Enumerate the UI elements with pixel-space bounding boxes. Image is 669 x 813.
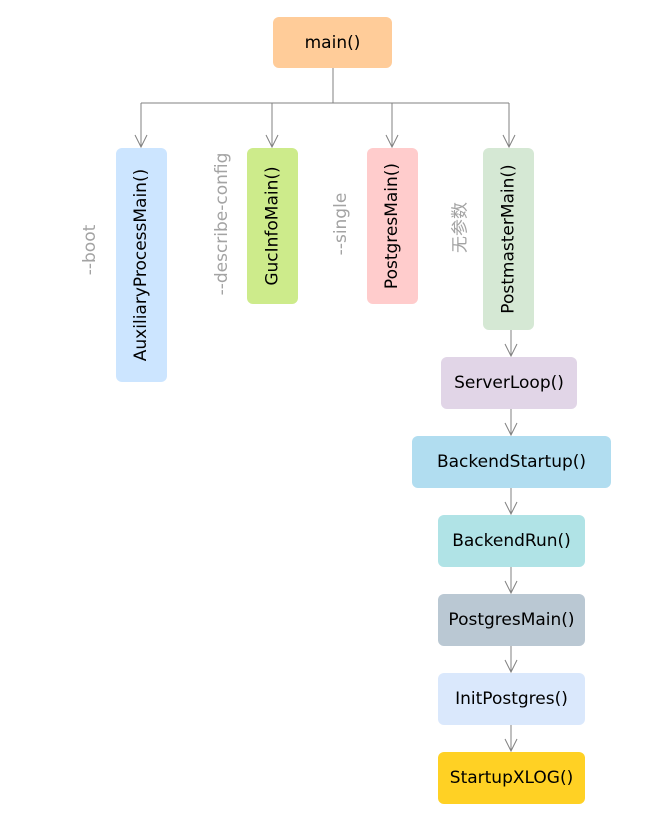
edge-label-single: --single — [331, 192, 351, 256]
guc-info-main-label: GucInfoMain() — [262, 166, 283, 286]
init-postgres-node: InitPostgres() — [438, 673, 585, 725]
arrowhead-to-postgresmain — [504, 580, 518, 595]
arrowhead-to-serverloop — [504, 343, 518, 358]
backend-run-node: BackendRun() — [438, 515, 585, 567]
backend-startup-label: BackendStartup() — [436, 452, 587, 472]
arrowhead-to-postmaster — [502, 134, 516, 149]
arrowhead-to-gucinfo — [265, 134, 279, 149]
backend-run-label: BackendRun() — [452, 531, 571, 551]
postgres-main-node: PostgresMain() — [438, 594, 585, 646]
arrowhead-to-auxiliary — [134, 134, 148, 149]
arrowhead-to-backendstartup — [504, 422, 518, 437]
main-node: main() — [273, 17, 392, 68]
main-node-label: main() — [304, 32, 361, 53]
server-loop-node: ServerLoop() — [441, 357, 577, 409]
arrowhead-to-backendrun — [504, 501, 518, 516]
arrowhead-to-initpostgres — [504, 659, 518, 674]
backend-startup-node: BackendStartup() — [412, 436, 611, 488]
auxiliary-process-main-label: AuxiliaryProcessMain() — [131, 168, 152, 362]
edge-label-describe-config: --describe-config — [212, 152, 232, 296]
arrowhead-to-startupxlog — [504, 738, 518, 753]
edge-label-no-args: 无参数 — [450, 202, 471, 253]
startup-xlog-node: StartupXLOG() — [438, 752, 585, 804]
postmaster-main-node: PostmasterMain() — [483, 148, 534, 330]
postgres-main-single-node: PostgresMain() — [367, 148, 418, 304]
auxiliary-process-main-node: AuxiliaryProcessMain() — [116, 148, 167, 382]
server-loop-label: ServerLoop() — [454, 373, 564, 393]
init-postgres-label: InitPostgres() — [455, 689, 568, 709]
guc-info-main-node: GucInfoMain() — [247, 148, 298, 304]
edge-label-boot: --boot — [80, 224, 100, 276]
postgres-main-single-label: PostgresMain() — [382, 162, 403, 290]
arrowhead-to-postgres-single — [385, 134, 399, 149]
postgres-main-label: PostgresMain() — [448, 610, 575, 630]
startup-xlog-label: StartupXLOG() — [449, 768, 574, 788]
postmaster-main-label: PostmasterMain() — [498, 164, 519, 314]
